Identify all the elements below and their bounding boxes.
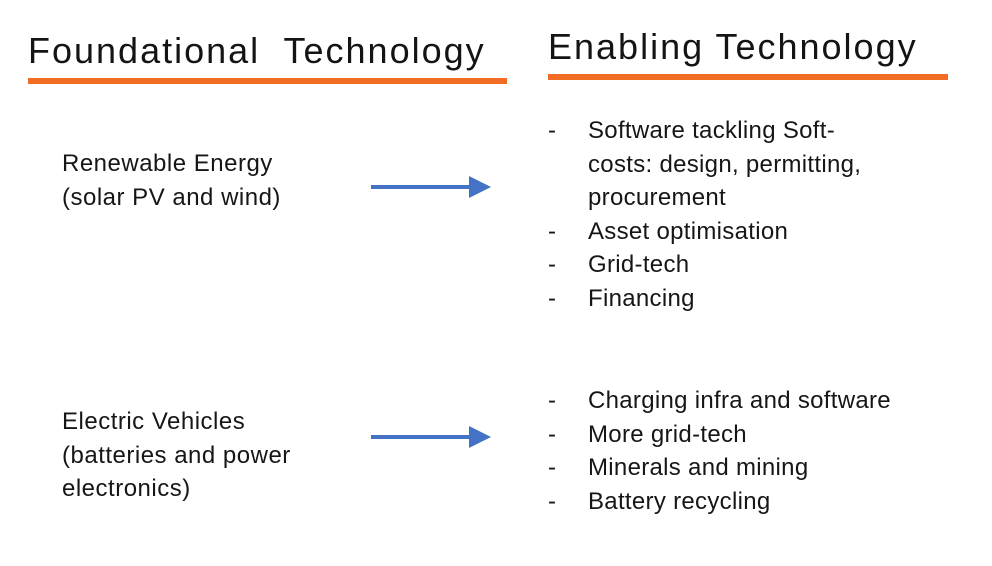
source-electric-vehicles: Electric Vehicles (batteries and power e… xyxy=(62,408,291,502)
list-item-text: Battery recycling xyxy=(588,487,771,515)
dash-bullet: - xyxy=(548,420,557,448)
source-renewable-energy: Renewable Energy (solar PV and wind) xyxy=(62,150,281,211)
dash-bullet: - xyxy=(548,454,557,481)
list-item-text: Software tackling Soft- costs: design, p… xyxy=(588,117,862,211)
list-item-text: Grid-tech xyxy=(588,251,690,278)
list-item: - Financing xyxy=(548,282,952,316)
list-item-text: Financing xyxy=(588,284,695,312)
list-item: - Charging infra and software xyxy=(548,384,952,418)
dash-bullet: - xyxy=(548,217,557,245)
list-item-text: More grid-tech xyxy=(588,420,747,448)
list-item-text: Asset optimisation xyxy=(588,217,789,245)
arrow-icon-ev xyxy=(371,426,491,448)
list-item: - Grid-tech xyxy=(548,248,952,282)
dash-bullet: - xyxy=(548,487,557,515)
dash-bullet: - xyxy=(548,387,557,414)
list-item-text: Charging infra and software xyxy=(588,387,891,414)
orange-underline-right xyxy=(548,74,948,80)
list-item: - Asset optimisation xyxy=(548,215,952,249)
enabling-list-ev: - Charging infra and software - More gri… xyxy=(548,384,952,518)
foundational-technology-title: Foundational Technology xyxy=(28,30,486,71)
arrow-head xyxy=(469,176,491,198)
dash-bullet: - xyxy=(548,117,557,144)
column-header-foundational: Foundational Technology xyxy=(28,28,507,84)
list-item: - Minerals and mining xyxy=(548,451,952,485)
list-item-text: Minerals and mining xyxy=(588,454,809,481)
list-item: - Software tackling Soft- costs: design,… xyxy=(548,114,952,215)
enabling-technology-title: Enabling Technology xyxy=(548,26,918,67)
arrow-icon-renewable xyxy=(371,176,491,198)
list-item: - Battery recycling xyxy=(548,485,952,519)
column-header-enabling: Enabling Technology xyxy=(548,24,948,80)
orange-underline-left xyxy=(28,78,507,84)
dash-bullet: - xyxy=(548,251,557,278)
arrow-head xyxy=(469,426,491,448)
dash-bullet: - xyxy=(548,284,557,312)
list-item: - More grid-tech xyxy=(548,418,952,452)
enabling-list-renewable: - Software tackling Soft- costs: design,… xyxy=(548,114,952,315)
